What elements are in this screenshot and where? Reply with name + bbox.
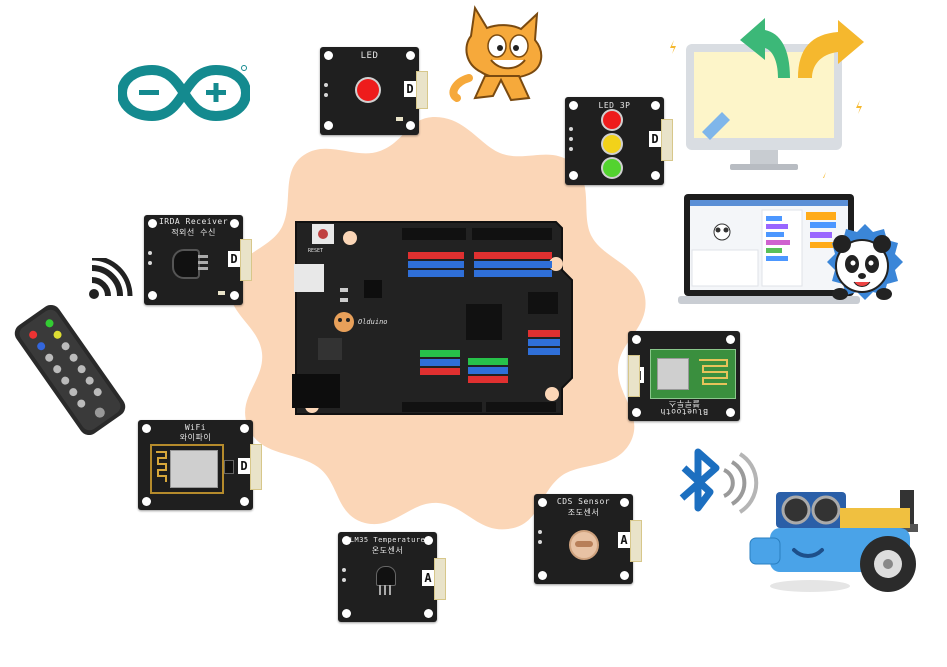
main-board: RESET Olduino [290, 218, 578, 420]
scratch-cat-icon [449, 5, 543, 102]
led-module: LED D [320, 47, 428, 135]
cds-module-subtitle: 조도센서 [567, 508, 600, 517]
wifi-module: WiFi 와이파이 D [138, 420, 262, 510]
led3p-module-type-letter: D [649, 131, 661, 147]
ir-receiver-sensor [172, 249, 200, 279]
led-red-light [357, 79, 379, 101]
bluetooth-module-subtitle: 블루투스 [668, 399, 700, 408]
wifi-module-title: WiFi [184, 423, 207, 432]
wifi-module-subtitle: 와이파이 [179, 433, 212, 442]
robot-car-icon [749, 490, 918, 592]
cds-module-type-letter: A [618, 532, 630, 548]
monitor-upload-icon [670, 18, 864, 178]
led3p-yellow-light [603, 135, 621, 153]
wifi-module-type-letter: D [238, 458, 250, 474]
lm35-sensor [376, 566, 396, 586]
lm35-module: LM35 Temperature 온도센서 A [338, 532, 446, 622]
led3p-module: LED 3P D [565, 97, 673, 185]
ir-remote-icon [14, 304, 126, 436]
arduino-logo-icon [118, 64, 250, 122]
wifi-signal-icon [89, 258, 133, 299]
bluetooth-icon [679, 448, 759, 514]
panda-gear-icon [827, 224, 903, 300]
cds-module: CDS Sensor 조도센서 A [534, 494, 642, 584]
irda-module-subtitle: 적외선 수신 [171, 228, 216, 237]
irda-module-title: IRDA Receiver [158, 217, 229, 226]
cds-module-title: CDS Sensor [556, 497, 611, 506]
laptop-scratch-icon [678, 194, 860, 304]
lm35-module-type-letter: A [422, 570, 434, 586]
board-brand: Olduino [358, 318, 388, 326]
irda-module-type-letter: D [228, 251, 240, 267]
bluetooth-module: D Bluetooth 블루투스 [628, 331, 740, 421]
led3p-module-title: LED 3P [598, 101, 631, 110]
led3p-red-light [603, 111, 621, 129]
board-shape [292, 221, 573, 415]
lm35-module-title: LM35 Temperature [349, 536, 426, 544]
reset-label: RESET [308, 248, 324, 254]
bluetooth-chip-board [650, 349, 736, 399]
cds-photoresistor [569, 530, 599, 560]
lm35-module-subtitle: 온도센서 [371, 546, 404, 555]
led-module-type-letter: D [404, 81, 416, 97]
led3p-green-light [603, 159, 621, 177]
wifi-chip-board [150, 444, 224, 494]
irda-module: IRDA Receiver 적외선 수신 D [144, 215, 252, 305]
led-module-title: LED [360, 51, 379, 61]
